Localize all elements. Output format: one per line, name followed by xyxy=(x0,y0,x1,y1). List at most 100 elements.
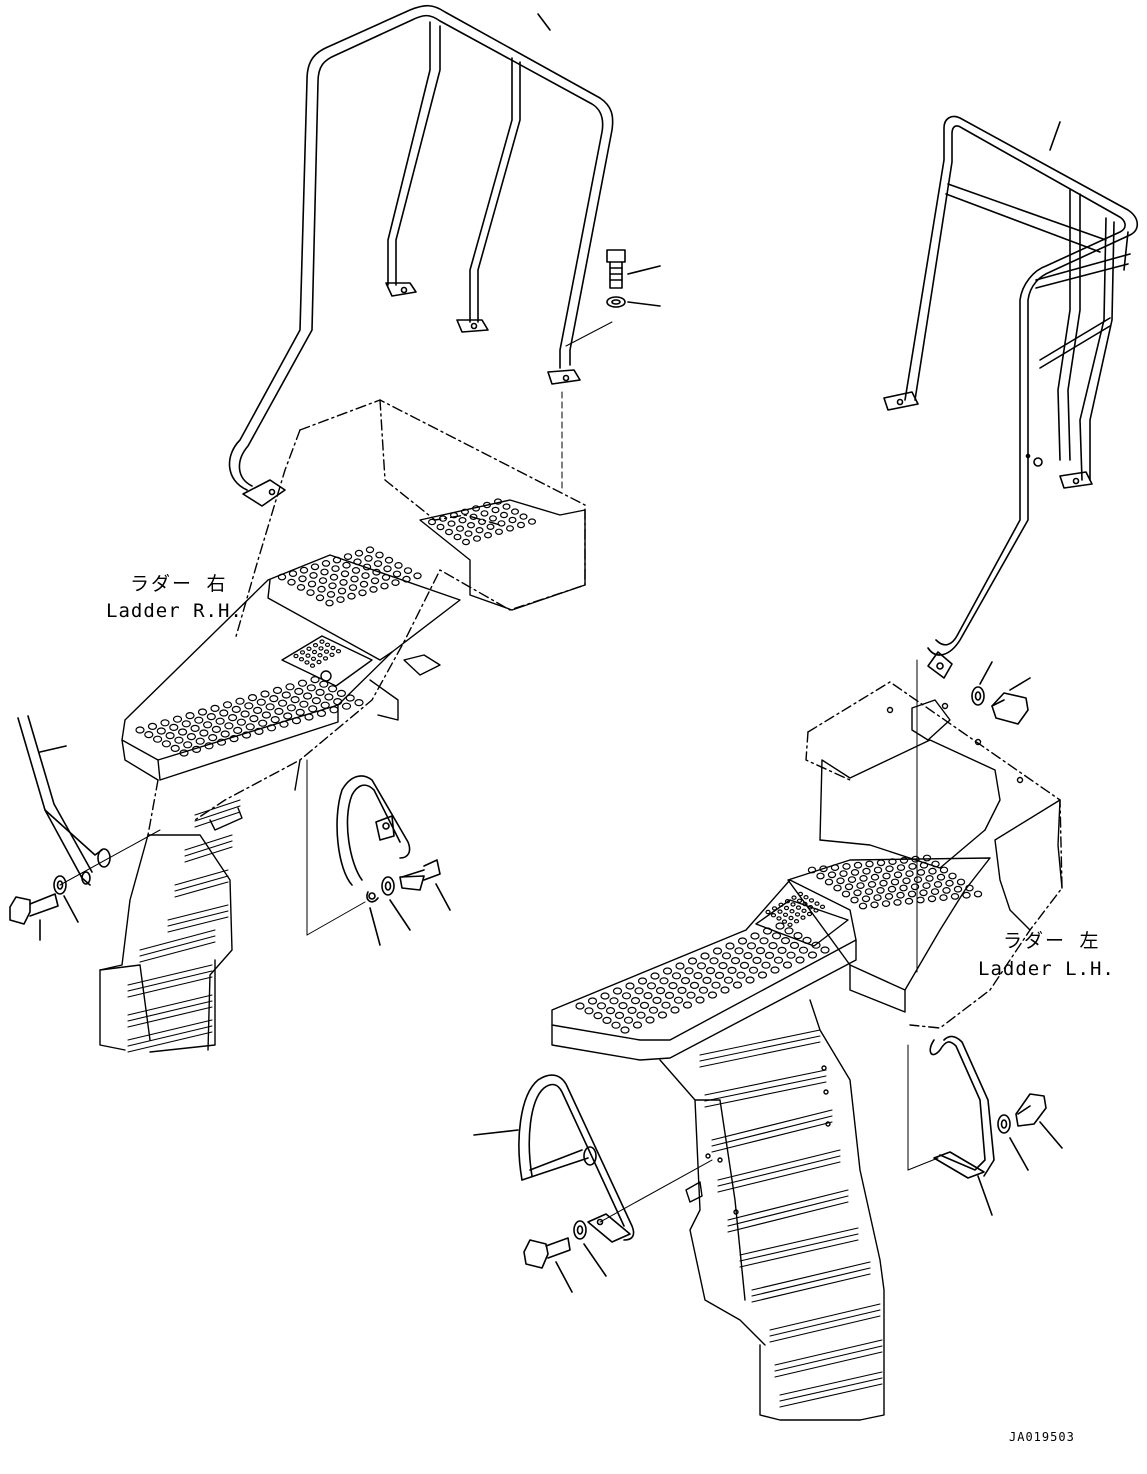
tread-hole xyxy=(325,599,334,607)
tread-hole xyxy=(194,716,204,724)
rh-side-rail-left xyxy=(17,715,111,886)
lh-side-rail-left xyxy=(473,1074,713,1243)
tread-hole xyxy=(179,749,189,757)
tread-hole xyxy=(288,570,298,577)
rh-side-rail-right xyxy=(336,775,411,903)
tread-hole xyxy=(771,932,782,940)
tread-hole xyxy=(353,558,362,566)
tread-hole xyxy=(241,731,252,739)
tread-hole xyxy=(847,876,857,883)
tread-hole xyxy=(348,584,358,591)
tread-hole xyxy=(228,713,238,722)
tread-hole xyxy=(813,908,819,913)
tread-hole xyxy=(899,884,908,892)
tread-hole xyxy=(347,592,356,600)
tread-hole xyxy=(462,538,471,546)
tread-hole xyxy=(661,1001,671,1009)
tread-hole xyxy=(718,961,728,970)
tread-hole xyxy=(310,675,320,684)
tread-hole xyxy=(788,915,794,921)
tread-hole xyxy=(973,890,983,898)
tread-hole xyxy=(743,951,753,960)
tread-hole xyxy=(274,707,284,716)
tread-hole xyxy=(789,909,795,914)
tread-hole xyxy=(169,723,179,732)
ladder-rung xyxy=(194,811,241,828)
tread-hole xyxy=(342,561,351,569)
tread-hole xyxy=(161,740,171,748)
tread-hole xyxy=(261,711,271,719)
tread-hole xyxy=(931,860,940,868)
tread-hole xyxy=(775,922,785,930)
tread-hole xyxy=(392,570,402,578)
tread-hole xyxy=(652,996,662,1005)
tread-hole xyxy=(328,582,337,590)
tread-hole xyxy=(304,660,310,665)
tread-hole xyxy=(723,976,734,984)
tread-hole xyxy=(721,952,732,960)
ladder-rung xyxy=(167,916,229,933)
tread-hole xyxy=(698,986,709,994)
lh-handrail xyxy=(883,115,1139,679)
tread-hole xyxy=(439,515,448,522)
tread-hole xyxy=(383,565,392,573)
tread-hole xyxy=(884,893,894,900)
tread-hole xyxy=(841,890,851,898)
tread-hole xyxy=(295,708,305,717)
tread-hole xyxy=(428,518,437,526)
tread-hole xyxy=(298,575,307,583)
tread-hole xyxy=(305,653,311,658)
ladder-rung xyxy=(174,881,229,898)
tread-hole xyxy=(372,568,381,576)
ladder-rung xyxy=(727,1201,849,1233)
tread-hole xyxy=(609,997,619,1005)
tread-hole xyxy=(328,685,338,693)
tread-hole xyxy=(922,854,932,862)
ladder-rung xyxy=(127,1006,213,1028)
tread-hole xyxy=(689,981,700,990)
ladder-rung xyxy=(711,1121,833,1153)
tread-hole xyxy=(308,705,318,713)
tread-hole xyxy=(725,942,735,950)
tread-hole xyxy=(919,889,928,897)
ladder-rung xyxy=(127,976,213,998)
tread-hole xyxy=(623,1016,634,1024)
tread-hole xyxy=(236,718,246,726)
tread-hole xyxy=(907,890,917,898)
tread-hole xyxy=(326,591,336,598)
tread-hole xyxy=(791,895,797,900)
tread-hole xyxy=(908,863,917,870)
tread-hole xyxy=(277,573,287,581)
ladder-rung xyxy=(727,1189,849,1221)
tread-hole xyxy=(759,937,769,945)
tread-hole xyxy=(185,711,195,720)
tread-hole xyxy=(911,855,920,863)
tread-hole xyxy=(350,575,359,583)
ladder-rung xyxy=(751,1267,871,1297)
tread-hole xyxy=(757,971,768,979)
tread-hole xyxy=(862,867,871,875)
tread-hole xyxy=(709,957,719,965)
tread-hole xyxy=(887,885,897,893)
tread-hole xyxy=(916,896,925,904)
tread-hole xyxy=(861,895,871,903)
tread-hole xyxy=(916,869,926,876)
ladder-rung xyxy=(139,935,216,957)
ladder-rung xyxy=(704,1075,827,1102)
tread-hole xyxy=(953,885,963,893)
tread-hole xyxy=(808,898,815,903)
tread-hole xyxy=(304,713,314,721)
tread-hole xyxy=(402,575,411,583)
tread-hole xyxy=(222,701,233,709)
tread-hole xyxy=(752,956,762,965)
tread-hole xyxy=(316,659,322,665)
tread-hole xyxy=(224,722,234,730)
tread-hole xyxy=(777,946,787,955)
tread-hole xyxy=(798,946,809,954)
ladder-rung xyxy=(194,805,241,822)
tread-hole xyxy=(867,881,877,888)
ladder-rung xyxy=(127,1031,213,1053)
tread-hole xyxy=(707,991,718,999)
tread-hole xyxy=(789,941,800,950)
tread-hole xyxy=(919,861,929,869)
